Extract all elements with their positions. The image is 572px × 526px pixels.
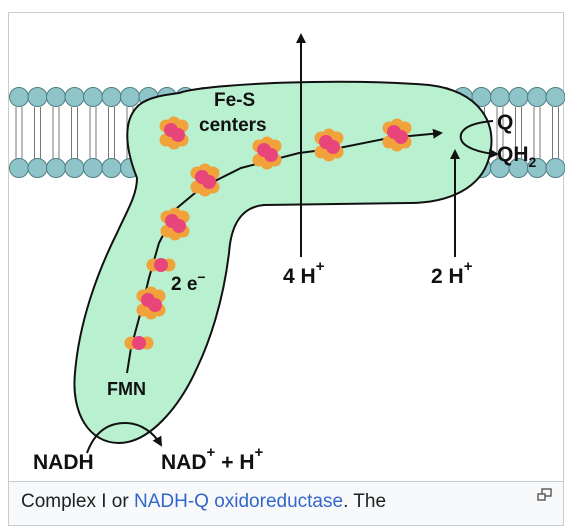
lipid-head bbox=[508, 87, 529, 107]
lipid-head bbox=[46, 158, 66, 178]
lipid-head bbox=[527, 87, 547, 107]
figure-caption: Complex I or NADH-Q oxidoreductase. The bbox=[21, 491, 386, 513]
enlarge-icon[interactable] bbox=[537, 488, 553, 502]
iron-sulfur-cluster bbox=[136, 286, 166, 320]
iron-sulfur-cluster bbox=[382, 118, 412, 152]
lipid-head bbox=[83, 158, 103, 178]
nadh-oxidation-arrow bbox=[86, 421, 163, 454]
lipid-head bbox=[120, 87, 140, 107]
iron-sulfur-cluster bbox=[160, 207, 190, 241]
caption-suffix: . The bbox=[343, 491, 387, 512]
lipid-head bbox=[64, 158, 85, 178]
electrons-label: 2 e− bbox=[171, 269, 206, 295]
lipid-head bbox=[27, 158, 48, 178]
caption-bar: Complex I or NADH-Q oxidoreductase. The bbox=[8, 482, 564, 526]
fes-label-line1: Fe-S bbox=[214, 90, 255, 111]
complex-i-shape bbox=[73, 80, 493, 445]
figure-frame: Fe-S centers 2 e− 4 H+ 2 H+ Q QH2 FMN NA… bbox=[8, 12, 565, 483]
iron-sulfur-cluster bbox=[252, 136, 282, 170]
complex-i-diagram[interactable]: Fe-S centers 2 e− 4 H+ 2 H+ Q QH2 FMN NA… bbox=[9, 13, 565, 483]
lipid-head bbox=[101, 87, 122, 107]
fmn-label: FMN bbox=[107, 379, 146, 399]
four-h-label: 4 H+ bbox=[283, 258, 325, 288]
nad-label: NAD++ H+ bbox=[161, 444, 264, 474]
iron-sulfur-cluster bbox=[190, 163, 220, 197]
iron-sulfur-cluster bbox=[146, 258, 176, 272]
lipid-head bbox=[9, 158, 29, 178]
iron-sulfur-cluster bbox=[124, 336, 154, 350]
fes-label-line2: centers bbox=[199, 115, 267, 136]
electron-path bbox=[126, 128, 443, 374]
q-label: Q bbox=[497, 111, 513, 134]
lipid-head bbox=[27, 87, 48, 107]
lipid-head bbox=[64, 87, 85, 107]
iron-sulfur-cluster bbox=[314, 128, 344, 162]
two-h-label: 2 H+ bbox=[431, 258, 473, 288]
caption-link-nadh-q-oxidoreductase[interactable]: NADH-Q oxidoreductase bbox=[133, 491, 344, 512]
caption-prefix: Complex I or bbox=[21, 491, 134, 512]
lipid-head bbox=[46, 87, 66, 107]
lipid-head bbox=[101, 158, 122, 178]
iron-sulfur-cluster bbox=[159, 116, 189, 150]
lipid-head bbox=[490, 87, 510, 107]
lipid-head bbox=[83, 87, 103, 107]
q-reduction-arrow bbox=[459, 120, 499, 159]
qh2-label: QH2 bbox=[497, 143, 537, 170]
lipid-head bbox=[9, 87, 29, 107]
lipid-head bbox=[545, 158, 565, 178]
lipid-head bbox=[545, 87, 565, 107]
nadh-label: NADH bbox=[33, 451, 94, 474]
